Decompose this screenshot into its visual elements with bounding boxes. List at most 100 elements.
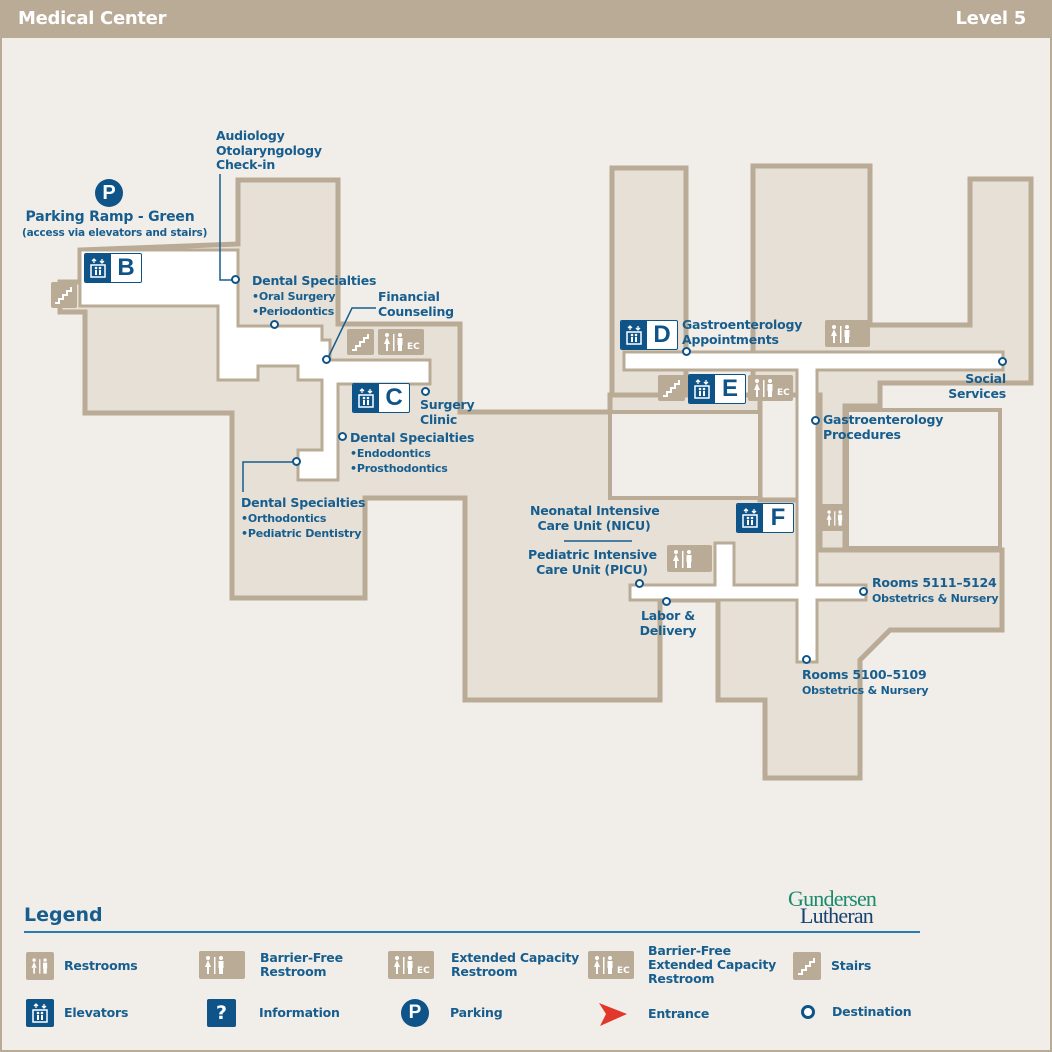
label-labor: Labor & Delivery [628,608,708,638]
information-icon: ? [207,999,236,1027]
stairs-icon [793,952,821,980]
label-line: Counseling [378,303,454,319]
elevator-d[interactable]: D [620,320,678,350]
legend-label: Destination [832,1004,912,1019]
destination-marker-picu[interactable] [635,579,644,588]
courtyard-b [845,408,1002,550]
destination-marker-social[interactable] [998,357,1007,366]
elevator-f[interactable]: F [736,503,794,533]
label-dental-oral: Dental Specialties Oral Surgery Periodon… [252,273,377,319]
label-social: Social Services [930,371,1006,401]
label-line: Neonatal Intensive [530,503,660,518]
label-line: Otolaryngology [216,142,322,158]
elevator-e[interactable]: E [688,374,746,404]
leader-audiology [219,174,236,281]
label-gastro-appt: Gastroenterology Appointments [682,317,803,347]
legend-label: Barrier-Free Restroom [260,950,343,979]
gundersen-lutheran-logo: Gundersen Lutheran [788,886,877,927]
destination-marker-rooms-5100[interactable] [802,655,811,664]
destination-marker-gastro-appt[interactable] [682,347,691,356]
elevator-letter: B [117,254,135,281]
label-gastro-proc: Gastroenterology Procedures [823,412,944,442]
ec-badge: EC [417,966,430,976]
label-financial: Financial Counseling [378,289,454,319]
label-nicu: Neonatal Intensive Care Unit (NICU) [530,503,660,533]
legend-item-parking: P Parking [401,999,503,1027]
legend-item-entrance: Entrance [597,1001,709,1027]
parking-ramp-note: (access via elevators and stairs) [22,227,208,239]
label-title: Dental Specialties [350,430,475,445]
elevator-icon [621,321,647,349]
destination-marker-dental-oral[interactable] [270,320,279,329]
label-title: Dental Specialties [252,273,377,288]
label-item: Oral Surgery [252,289,376,304]
label-title: Rooms 5111–5124 [872,575,997,590]
destination-marker-audiology[interactable] [231,275,240,284]
label-line: Delivery [639,622,697,638]
destination-marker-rooms-5111[interactable] [859,587,868,596]
label-item: Endodontics [350,446,474,461]
label-item: Periodontics [252,304,376,319]
ec-badge: EC [777,388,790,398]
elevator-icon [737,504,763,532]
parking-ramp-label: Parking Ramp - Green (access via elevato… [22,209,208,241]
elevator-letter: D [653,321,671,348]
elevator-b[interactable]: B [84,253,142,283]
logo-line-1: Gundersen [788,886,877,911]
label-sub: Obstetrics & Nursery [872,591,999,605]
legend-item-stairs: Stairs [793,952,871,980]
label-line: Procedures [823,426,901,442]
label-line: Gastroenterology [823,412,944,427]
label-audiology: Audiology Otolaryngology Check-in [216,128,322,173]
label-line: Labor & [641,608,695,623]
legend-label: Extended Capacity Restroom [451,950,580,979]
label-line: Gastroenterology [682,317,803,332]
label-dental-ortho: Dental Specialties Orthodontics Pediatri… [241,495,365,541]
label-dental-endo: Dental Specialties Endodontics Prosthodo… [350,430,475,476]
elevator-letter: F [770,504,786,531]
label-sub: Obstetrics & Nursery [802,683,929,697]
label-line: Audiology [216,128,285,143]
ec-badge: EC [407,342,420,352]
entrance-icon [599,1003,627,1026]
barrier-free-extended-capacity-restroom-icon: EC [588,951,634,979]
header-bar: Medical Center Level 5 [0,0,1052,38]
legend-item-destination: Destination [801,1004,912,1019]
label-line: Social [965,371,1006,386]
corridor-gastro [622,350,1005,664]
restroom-icon [26,952,54,980]
elevator-c[interactable]: C [352,383,410,413]
label-line: Care Unit (PICU) [536,561,648,577]
destination-marker-financial[interactable] [322,355,331,364]
parking-icon: P [401,999,429,1027]
legend-title: Legend [24,904,103,926]
label-rooms-5100: Rooms 5100–5109 Obstetrics & Nursery [802,667,929,698]
legend-label: Barrier-Free Extended Capacity Restroom [648,943,777,986]
restroom-icon [821,504,848,531]
label-title: Rooms 5100–5109 [802,667,927,682]
destination-marker-dental-ortho[interactable] [292,457,301,466]
destination-marker-gastro-proc[interactable] [811,416,820,425]
barrier-free-extended-capacity-restroom-icon: EC [378,329,424,355]
elevator-icon [353,384,379,412]
stairs-icon [658,375,685,401]
label-item: Orthodontics [241,511,365,526]
destination-marker-dental-endo[interactable] [338,432,347,441]
barrier-free-extended-capacity-restroom-icon: EC [748,375,793,401]
destination-marker-surgery[interactable] [421,387,430,396]
page-title: Medical Center [18,8,167,29]
label-line: Financial [378,289,440,304]
legend-item-restrooms: Restrooms [26,952,138,980]
legend-label: Elevators [64,1005,129,1020]
ec-badge: EC [617,966,630,976]
label-item: Prosthodontics [350,461,474,476]
legend-item-bf-extended-capacity: EC Barrier-Free Extended Capacity Restro… [588,944,778,986]
legend-label: Entrance [648,1006,710,1021]
legend-item-barrier-free: Barrier-Free Restroom [199,951,350,979]
extended-capacity-restroom-icon: EC [388,951,434,979]
elevator-icon [85,254,111,282]
label-rooms-5111: Rooms 5111–5124 Obstetrics & Nursery [872,575,999,606]
destination-icon [801,1005,815,1019]
destination-marker-labor[interactable] [662,597,671,606]
elevator-letter: E [721,375,738,402]
